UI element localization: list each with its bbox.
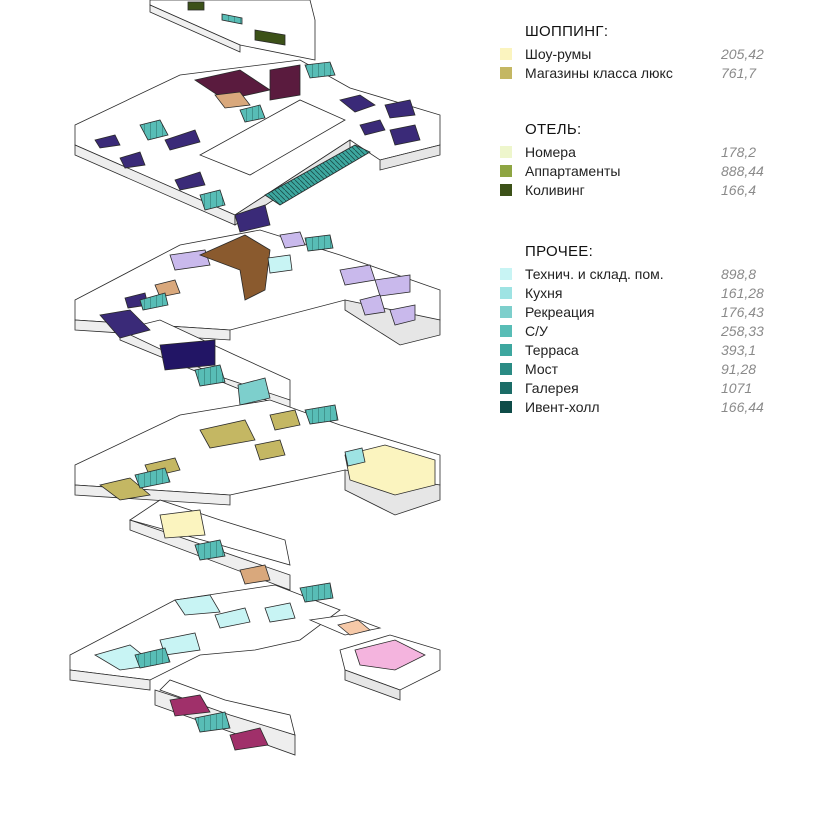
legend-item: Технич. и склад. пом. 898,8 xyxy=(500,264,800,283)
legend-item: Номера 178,2 xyxy=(500,142,800,161)
legend-item-area: 761,7 xyxy=(721,64,757,81)
legend-item-area: 888,44 xyxy=(721,162,764,179)
legend-item-area: 166,4 xyxy=(721,181,757,198)
legend-item: С/У 258,33 xyxy=(500,321,800,340)
legend-swatch xyxy=(500,286,512,299)
legend-group-title: ШОППИНГ: xyxy=(525,23,609,40)
legend-swatch xyxy=(500,66,512,79)
legend-item: Аппартаменты 888,44 xyxy=(500,161,800,180)
legend-item: Мост 91,28 xyxy=(500,359,800,378)
legend-item-area: 178,2 xyxy=(721,143,757,160)
legend-item: Терраса 393,1 xyxy=(500,340,800,359)
legend-item-label: Мост xyxy=(525,360,559,377)
floor-plan-level-2 xyxy=(74,399,441,591)
legend-item-label: Ивент-холл xyxy=(525,398,600,415)
legend-item-area: 91,28 xyxy=(721,360,757,377)
legend-swatch xyxy=(500,362,512,375)
legend-item: Магазины класса люкс 761,7 xyxy=(500,63,800,82)
legend-swatch xyxy=(500,343,512,356)
legend-item-label: Терраса xyxy=(525,341,579,358)
legend-swatch xyxy=(500,267,512,280)
legend-swatch xyxy=(500,381,512,394)
isometric-floor-plans xyxy=(69,0,441,756)
legend-item-label: Технич. и склад. пом. xyxy=(525,265,664,282)
legend-item-label: Коливинг xyxy=(525,181,585,198)
floor-plan-level-3 xyxy=(74,229,441,411)
legend-item-label: Галерея xyxy=(525,379,579,396)
legend-swatch xyxy=(500,400,512,413)
legend-swatch xyxy=(500,183,512,196)
legend-item: Шоу-румы 205,42 xyxy=(500,44,800,63)
legend-item-area: 258,33 xyxy=(721,322,764,339)
floor-plan-level-1 xyxy=(69,582,441,756)
legend-swatch xyxy=(500,145,512,158)
legend-item: Кухня 161,28 xyxy=(500,283,800,302)
legend-item-label: Номера xyxy=(525,143,576,160)
legend-group-title: ПРОЧЕЕ: xyxy=(525,243,594,260)
legend-item-area: 176,43 xyxy=(721,303,764,320)
legend-swatch xyxy=(500,305,512,318)
legend-item-area: 205,42 xyxy=(721,45,764,62)
legend-item: Коливинг 166,4 xyxy=(500,180,800,199)
legend-group-title: ОТЕЛЬ: xyxy=(525,121,582,138)
legend-item-area: 898,8 xyxy=(721,265,757,282)
legend-item: Галерея 1071 xyxy=(500,378,800,397)
floor-plan-level-4 xyxy=(74,0,441,233)
legend-item-label: Кухня xyxy=(525,284,563,301)
legend-item: Рекреация 176,43 xyxy=(500,302,800,321)
legend-swatch xyxy=(500,164,512,177)
legend-item-area: 166,44 xyxy=(721,398,764,415)
legend-item: Ивент-холл 166,44 xyxy=(500,397,800,416)
legend-item-label: Рекреация xyxy=(525,303,595,320)
legend-item-label: Шоу-румы xyxy=(525,45,592,62)
legend-swatch xyxy=(500,324,512,337)
legend-swatch xyxy=(500,47,512,60)
legend-item-area: 161,28 xyxy=(721,284,764,301)
legend-item-area: 393,1 xyxy=(721,341,757,358)
legend-item-label: Аппартаменты xyxy=(525,162,621,179)
legend-item-area: 1071 xyxy=(721,379,753,396)
legend-item-label: Магазины класса люкс xyxy=(525,64,673,81)
legend-item-label: С/У xyxy=(525,322,548,339)
